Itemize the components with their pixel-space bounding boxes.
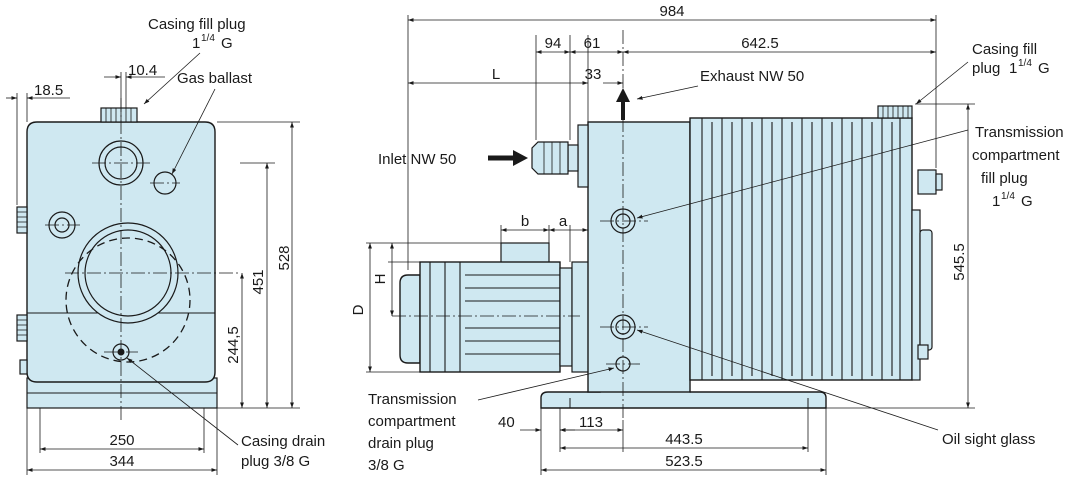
dim-523-5: 523.5: [665, 453, 703, 470]
label-exhaust: Exhaust NW 50: [700, 68, 804, 85]
dim-344: 344: [109, 453, 134, 470]
inlet-arrow-icon: [513, 150, 528, 166]
label-oil-sight-glass: Oil sight glass: [942, 431, 1035, 448]
dim-61: 61: [584, 35, 601, 52]
dim-40: 40: [498, 414, 515, 431]
label-trans-fill-whole: 1: [992, 193, 1000, 210]
label-front-fill-fraction-whole: 1: [192, 35, 200, 52]
label-side-casing-fill: Casing fill: [972, 41, 1037, 58]
dim-443-5: 443.5: [665, 431, 703, 448]
label-trans-fill-g: G: [1021, 193, 1033, 210]
label-side-fill-fraction: 1/4: [1018, 58, 1032, 69]
front-fill-plug: [100, 107, 138, 123]
label-front-casing-fill-plug: Casing fill plug: [148, 16, 246, 33]
label-trans-drain-2: compartment: [368, 413, 456, 430]
dim-113: 113: [579, 414, 603, 431]
label-trans-fill-3: fill plug: [981, 170, 1028, 187]
label-gas-ballast: Gas ballast: [177, 70, 253, 87]
dim-33: 33: [585, 66, 602, 83]
dim-a: a: [559, 213, 568, 230]
dim-b: b: [521, 213, 529, 230]
label-side-casing-fill-plug: plug: [972, 60, 1000, 77]
motor-body: [419, 261, 561, 373]
label-trans-fill-1: Transmission: [975, 124, 1064, 141]
label-trans-drain-1: Transmission: [368, 391, 457, 408]
side-casing-fill-plug: [877, 105, 913, 119]
label-front-fill-fraction: 1/4: [201, 33, 215, 44]
side-view: 984 94 61 642.5 L 33 Exhaust NW 50 Inlet…: [350, 3, 1064, 475]
dim-250: 250: [109, 432, 134, 449]
label-front-fill-g: G: [221, 35, 233, 52]
label-side-fill-fraction-whole: 1: [1009, 60, 1017, 77]
front-view: 18.5 10.4 Casing fill plug 1 1/4 G Gas b…: [6, 16, 325, 475]
dim-642-5: 642.5: [741, 35, 779, 52]
label-casing-drain-plug-size: plug 3/8 G: [241, 453, 310, 470]
pump-finned-body: [689, 117, 913, 381]
dim-D: D: [350, 304, 367, 315]
label-trans-fill-2: compartment: [972, 147, 1060, 164]
pump-housing: [587, 121, 691, 393]
dim-545-5: 545.5: [951, 243, 968, 281]
label-trans-drain-4: 3/8 G: [368, 457, 405, 474]
label-trans-fill-fraction: 1/4: [1001, 191, 1015, 202]
dim-H: H: [372, 274, 389, 285]
dim-528: 528: [276, 245, 293, 270]
transmission-fill-plug: [917, 169, 937, 195]
dim-94: 94: [545, 35, 562, 52]
dim-L: L: [492, 66, 500, 83]
label-inlet: Inlet NW 50: [378, 151, 456, 168]
label-side-fill-g: G: [1038, 60, 1050, 77]
inlet-flange: [531, 141, 569, 175]
dim-244-5: 244,5: [225, 326, 242, 364]
motor-terminal-box: [500, 242, 550, 264]
dim-10-4: 10.4: [128, 62, 157, 79]
label-casing-drain-plug: Casing drain: [241, 433, 325, 450]
label-trans-drain-3: drain plug: [368, 435, 434, 452]
dim-451: 451: [250, 269, 267, 294]
exhaust-arrow-icon: [616, 88, 630, 102]
dim-18-5: 18.5: [34, 82, 63, 99]
dim-984: 984: [659, 3, 684, 20]
